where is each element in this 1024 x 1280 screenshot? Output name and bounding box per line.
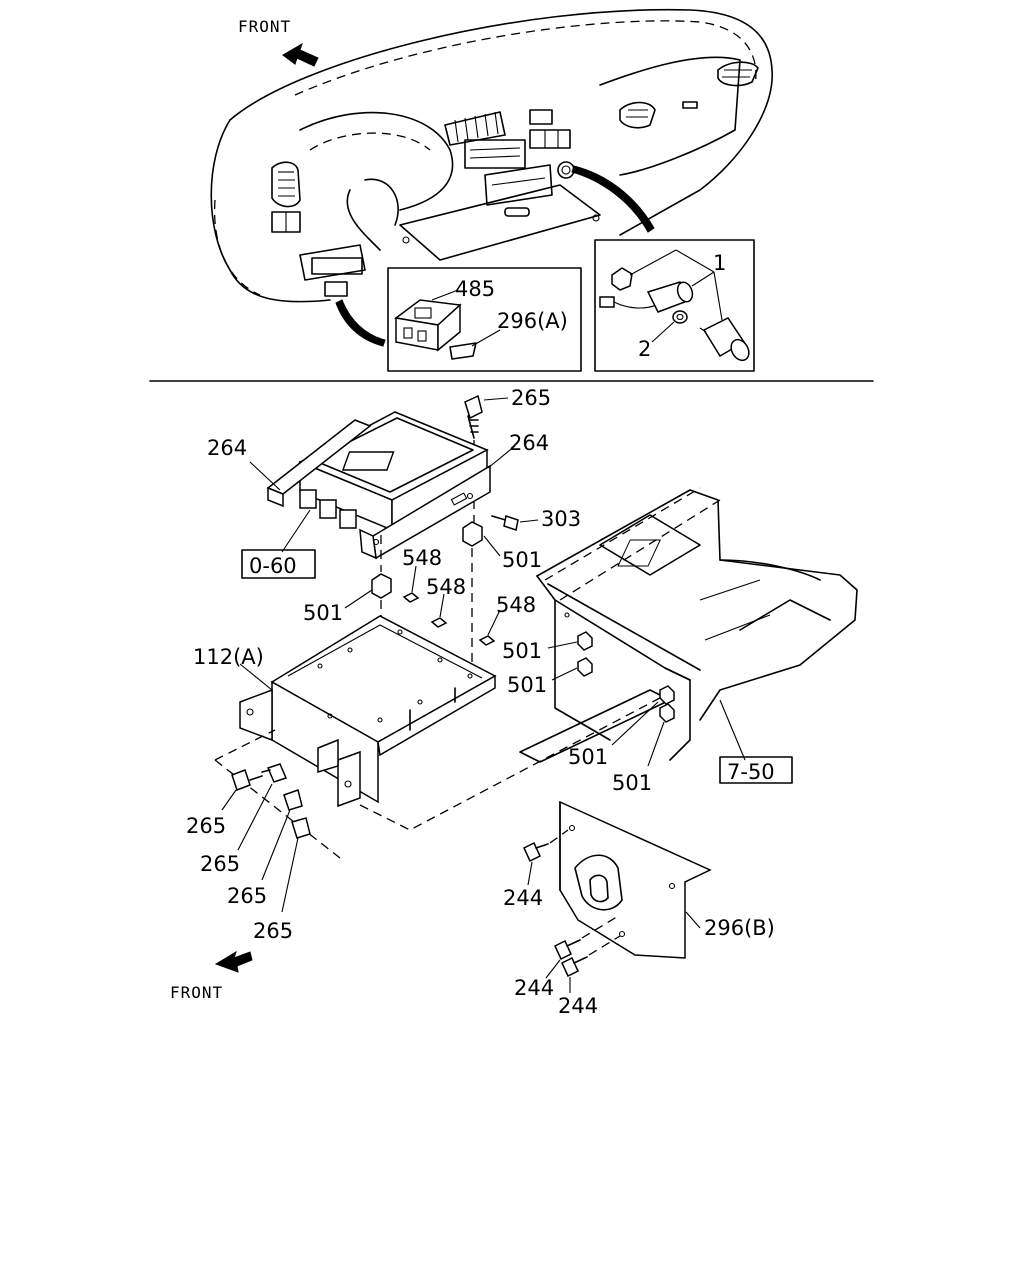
inset-lighter: 1 2 [594,239,755,372]
callout-244-b: 244 [514,976,554,1000]
ref-box-0-60 [241,549,316,579]
callout-548-c: 548 [496,593,536,617]
clips-501-upper: 501 501 [303,521,542,720]
callout-112a: 112(A) [193,645,264,669]
ecu-module: 264 264 0-60 [207,411,549,579]
callout-244-c: 244 [558,994,598,1018]
ref-7-50: 7-50 [727,760,775,784]
floor-crossmember: 7-50 [519,487,858,784]
callout-548-a: 548 [402,546,442,570]
ref-0-60: 0-60 [249,554,297,578]
cover-panel-296b: 296(B) [559,800,775,959]
pointer-arrow-to-relay [335,299,386,347]
bolt-303: 303 [491,507,581,531]
callout-2: 2 [638,337,651,361]
callout-265-c: 265 [227,884,267,908]
dashboard-illustration [210,8,773,303]
callout-265-d: 265 [253,919,293,943]
ref-box-7-50 [719,756,793,784]
callout-501-d: 501 [507,673,547,697]
callout-303: 303 [541,507,581,531]
callout-265-b: 265 [200,852,240,876]
callout-501-f: 501 [612,771,652,795]
callout-501-c: 501 [502,639,542,663]
callout-296b: 296(B) [704,916,775,940]
callout-244-a: 244 [503,886,543,910]
callout-296a: 296(A) [497,309,568,333]
pointer-arrow-to-lighter [571,165,655,233]
front-arrow-bottom: FRONT [170,950,253,1002]
front-arrow-top: FRONT [238,17,319,67]
callout-264-left: 264 [207,436,247,460]
callout-1: 1 [713,251,726,275]
callout-501-e: 501 [568,745,608,769]
callout-501-a: 501 [502,548,542,572]
front-label-top: FRONT [238,17,291,36]
callout-264-right: 264 [509,431,549,455]
bolts-244: 244 244 244 [503,829,621,1018]
tray-112a: 112(A) [193,615,676,859]
callout-265-a: 265 [186,814,226,838]
screw-265-top: 265 [464,386,551,525]
callout-501-b: 501 [303,601,343,625]
callout-548-b: 548 [426,575,466,599]
callout-485: 485 [455,277,495,301]
screws-265-lower: 265 265 265 265 [186,763,311,943]
callout-265-top: 265 [511,386,551,410]
pads-548: 548 548 548 [402,546,536,646]
front-label-bottom: FRONT [170,983,223,1002]
inset-relay: 485 296(A) [387,267,582,372]
clips-501-crossmember: 501 501 501 501 [502,631,675,795]
